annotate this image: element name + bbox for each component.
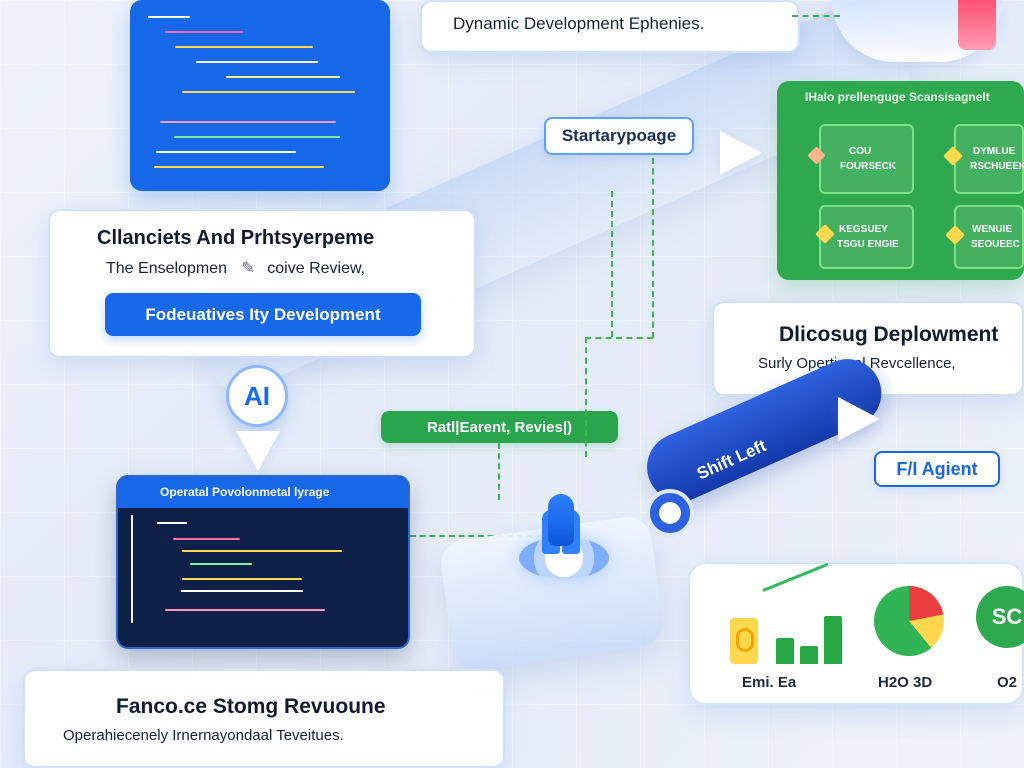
agent-chip-label: F/I Agient — [896, 458, 978, 479]
bottom-left-card: Fanco.ce Stomg Revuoune Operahiecenely I… — [23, 669, 505, 768]
stats-circle: SC — [976, 586, 1024, 648]
stats-trend-line — [762, 562, 829, 592]
left-info-card: Cllanciets And Prhtsyerpeme The Enselopm… — [48, 209, 476, 358]
green-tile-2 — [954, 124, 1024, 194]
stats-chart-2 — [872, 584, 948, 662]
stats-label-3: O2 — [997, 674, 1018, 691]
ai-down-arrow — [236, 431, 280, 471]
code-panel-header — [118, 477, 408, 508]
green-tile-3-line2: TSGU ENGIE — [837, 239, 899, 250]
robot-figure — [548, 494, 574, 546]
green-vertical-connector-right — [652, 158, 654, 338]
green-vertical-connector-lower — [498, 443, 500, 500]
top-left-code-lines — [130, 0, 390, 191]
green-tile-4-line2: SEOUEEC — [971, 239, 1020, 250]
green-tile-3 — [819, 205, 914, 269]
stats-bar-1 — [776, 638, 794, 664]
green-vertical-connector-main — [585, 337, 587, 457]
green-dashboard-title: IHalo prellenguge Scansisagnelt — [805, 90, 990, 104]
top-left-code-panel — [130, 0, 390, 191]
green-tile-3-line1: KEGSUEY — [839, 224, 888, 235]
start-page-label: Startarypoage — [561, 126, 677, 145]
code-panel-title: Operatal Povolonmetal lyrage — [160, 485, 330, 499]
left-info-subtitle: The Enselopmen ✎ coive Review, — [106, 258, 365, 278]
green-tile-2-line1: DYMLUE — [973, 146, 1016, 157]
left-info-button[interactable]: Fodeuatives Ity Development — [105, 293, 421, 336]
left-info-button-label: Fodeuatives Ity Development — [145, 304, 381, 324]
bottom-left-subtitle: Operahiecenely Irnernayondaal Teveitues. — [63, 727, 344, 744]
review-chip-label: Ratl|Earent, Revies|) — [426, 418, 573, 436]
bottom-left-title: Fanco.ce Stomg Revuoune — [116, 695, 386, 718]
stats-label-2: H2O 3D — [878, 674, 933, 691]
top-green-connector — [792, 15, 840, 17]
deployment-title: Dlicosug Deplowment — [779, 323, 999, 346]
ai-badge: AI — [226, 365, 288, 427]
top-banner-text: Dynamic Development Ephenies. — [453, 14, 705, 33]
green-vertical-connector-left — [611, 191, 613, 337]
top-banner-card: Dynamic Development Ephenies. — [420, 0, 800, 53]
review-chip[interactable]: Ratl|Earent, Revies|) — [381, 411, 618, 443]
green-horizontal-connector-lower — [410, 535, 552, 537]
stats-s-icon — [736, 628, 754, 652]
code-panel: Operatal Povolonmetal lyrage — [116, 475, 410, 649]
green-dashboard: IHalo prellenguge Scansisagnelt COU FOUR… — [777, 81, 1024, 280]
stats-card: SC Emi. Ea H2O 3D O2 — [688, 562, 1024, 705]
stats-label-1: Emi. Ea — [742, 674, 797, 691]
stats-bar-3 — [824, 616, 842, 664]
stats-bar-2 — [800, 646, 818, 664]
top-right-red-module — [958, 0, 996, 50]
pie-icon — [874, 586, 944, 656]
green-tile-1-line1: COU — [849, 146, 872, 157]
start-page-chip[interactable]: Startarypoage — [544, 117, 694, 155]
stats-chart-1 — [730, 562, 842, 664]
left-info-subtitle-part2: coive Review, — [267, 260, 366, 277]
stats-circle-label: SC — [991, 604, 1023, 629]
left-info-subtitle-part1: The Enselopmen — [106, 260, 227, 277]
green-tile-4-line1: WENUIE — [972, 224, 1012, 235]
ai-badge-label: AI — [244, 380, 270, 411]
edit-icon: ✎ — [241, 260, 255, 277]
green-tile-1-line2: FOURSECK — [840, 161, 897, 172]
green-horizontal-connector-top — [585, 337, 653, 339]
green-tile-4 — [954, 205, 1024, 269]
right-mid-arrow — [838, 397, 880, 441]
shift-left-cap — [646, 489, 694, 537]
green-tile-1 — [819, 124, 914, 194]
green-tile-2-line2: RSCHUEEK — [970, 161, 1024, 172]
left-info-title: Cllanciets And Prhtsyerpeme — [97, 227, 375, 249]
top-right-arrow — [720, 131, 762, 175]
agent-chip[interactable]: F/I Agient — [874, 451, 1000, 487]
